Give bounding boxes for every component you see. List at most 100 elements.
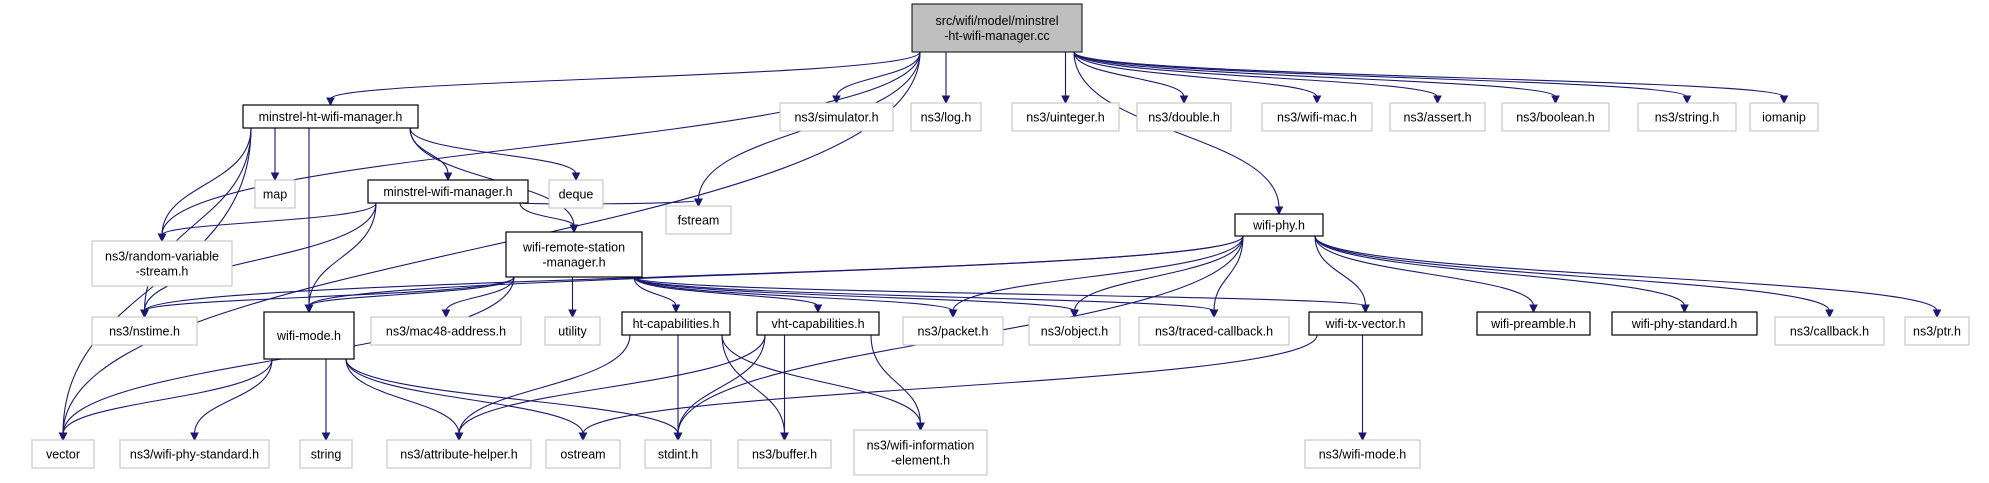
node-label: ns3/callback.h [1790, 325, 1869, 339]
node-box [621, 311, 731, 336]
edge-minstrel_h-to-fstream [519, 199, 700, 205]
node-random-var: ns3/random-variable-stream.h [91, 240, 233, 287]
node-box [644, 439, 712, 469]
node-wifi-phy-std[interactable]: wifi-phy-standard.h [1611, 311, 1758, 336]
node-label: src/wifi/model/minstrel [936, 14, 1059, 28]
edge-wrsm_h-to-object [633, 276, 1076, 312]
node-wifi-preamble[interactable]: wifi-preamble.h [1476, 311, 1591, 336]
node-box [1611, 311, 1758, 336]
edge-wifi_mode_h-to-ostream [345, 358, 584, 435]
edge-wifi_mode_h-to-stdint [345, 358, 679, 435]
node-vht-cap[interactable]: vht-capabilities.h [756, 311, 880, 336]
node-box [1749, 102, 1819, 132]
node-object: ns3/object.h [1028, 316, 1121, 346]
node-box [263, 311, 355, 360]
arrowhead-minstrel_h-to-wrsm_h [569, 224, 579, 234]
edge-wrsm_h-to-ht_cap [633, 276, 677, 307]
arrowhead-root-to-ns3_log [941, 95, 951, 105]
node-box [1637, 102, 1737, 132]
node-label: -manager.h [542, 256, 605, 270]
arrowhead-root-to-ns3_string [1682, 95, 1692, 105]
edge-root-to-ns3_double [1073, 51, 1185, 98]
node-utility: utility [544, 316, 601, 346]
node-ht-cap[interactable]: ht-capabilities.h [621, 311, 731, 336]
node-box [1136, 102, 1232, 132]
edge-wifi_tx_vector-to-ostream [582, 334, 1318, 435]
node-label: fstream [678, 214, 720, 228]
node-string: string [299, 439, 353, 469]
edge-root-to-ns3_wifi_mac [1073, 51, 1318, 98]
arrowhead-wifi_phy_h-to-ptr [1932, 309, 1942, 319]
node-box [1904, 316, 1970, 346]
node-box [1774, 316, 1885, 346]
arrowhead-wifi_phy_h-to-traced_cb [1209, 309, 1219, 319]
node-label: ns3/log.h [921, 111, 972, 125]
edge-wrsm_h-to-traced_cb [633, 276, 1215, 312]
node-wifi-phy-h[interactable]: wifi-phy.h [1234, 213, 1324, 237]
node-box [902, 316, 1004, 346]
node-box [548, 179, 604, 209]
arrowhead-wrsm_h-to-ht_cap [671, 304, 681, 314]
edge-root-to-ns3_assert [1073, 51, 1439, 98]
edge-wifi_phy_h-to-traced_cb [1213, 235, 1244, 312]
node-label: iomanip [1762, 111, 1806, 125]
node-box [1308, 311, 1423, 336]
node-label: ns3/wifi-phy-standard.h [130, 448, 259, 462]
edge-ht_cap-to-attr_helper [458, 334, 631, 435]
arrowhead-root-to-minstrel_ht_h [326, 97, 335, 107]
edge-vht_cap-to-attr_helper [458, 334, 766, 435]
node-packet: ns3/packet.h [902, 316, 1004, 346]
node-box [370, 316, 522, 346]
node-minstrel-h[interactable]: minstrel-wifi-manager.h [367, 179, 529, 204]
node-ns3-simulator: ns3/simulator.h [779, 102, 894, 132]
node-label: ns3/traced-callback.h [1155, 325, 1273, 339]
node-wrsm-h[interactable]: wifi-remote-station-manager.h [505, 231, 643, 278]
node-box [119, 439, 270, 469]
arrowhead-root-to-ns3_assert [1433, 95, 1442, 105]
arrowhead-wifi_phy_h-to-wifi_tx_vector [1361, 304, 1370, 314]
node-label: ostream [560, 448, 605, 462]
node-label: ns3/double.h [1148, 111, 1220, 125]
node-traced-cb: ns3/traced-callback.h [1138, 316, 1290, 346]
node-box [91, 316, 198, 346]
node-ns3-assert: ns3/assert.h [1389, 102, 1486, 132]
node-box [1028, 316, 1121, 346]
node-box [544, 316, 601, 346]
node-callback: ns3/callback.h [1774, 316, 1885, 346]
node-box [737, 439, 832, 469]
edge-wifi_phy_h-to-ptr [1314, 235, 1938, 312]
node-ptr: ns3/ptr.h [1904, 316, 1970, 346]
node-minstrel-ht-h[interactable]: minstrel-ht-wifi-manager.h [242, 104, 419, 129]
node-label: ns3/simulator.h [794, 111, 878, 125]
arrowhead-wifi_phy_h-to-callback [1825, 309, 1834, 319]
arrowhead-root-to-ns3_double [1179, 95, 1189, 105]
edge-minstrel_ht_h-to-wrsm_h [409, 127, 575, 227]
edge-wifi_phy_h-to-wifi_tx_vector [1314, 235, 1367, 307]
edge-wifi_mode_h-to-attr_helper [345, 358, 460, 435]
edge-wifi_phy_h-to-nstime [143, 235, 1244, 312]
arrowhead-wifi_phy_h-to-wifi_phy_std [1680, 304, 1689, 314]
node-box [911, 3, 1083, 53]
node-box [31, 439, 95, 469]
edge-wifi_mode_h-to-vector [62, 358, 273, 435]
arrowhead-minstrel_ht_h-to-deque [571, 172, 581, 182]
node-box [910, 102, 982, 132]
arrowhead-wifi_phy_h-to-nstime [140, 309, 149, 319]
node-wifi-mode-h[interactable]: wifi-mode.h [263, 311, 355, 360]
node-label: wifi-phy-standard.h [1631, 317, 1738, 331]
edge-vht_cap-to-stdint [677, 334, 766, 435]
node-attr-helper: ns3/attribute-helper.h [386, 439, 532, 469]
node-label: ht-capabilities.h [633, 317, 720, 331]
edge-root-to-ns3_string [1073, 51, 1688, 98]
node-vector: vector [31, 439, 95, 469]
node-box [853, 429, 988, 476]
node-box [299, 439, 353, 469]
edge-wrsm_h-to-vht_cap [633, 276, 819, 307]
edge-wrsm_h-to-packet [633, 276, 954, 312]
node-root[interactable]: src/wifi/model/minstrel-ht-wifi-manager.… [911, 3, 1083, 53]
arrowhead-wifi_mode_h-to-ns3_wifi_phy_std [190, 432, 199, 442]
node-box [1501, 102, 1610, 132]
node-wifi-tx-vector[interactable]: wifi-tx-vector.h [1308, 311, 1423, 336]
edge-root-to-iomanip [1073, 51, 1785, 98]
node-layer: src/wifi/model/minstrel-ht-wifi-manager.… [31, 3, 1970, 476]
